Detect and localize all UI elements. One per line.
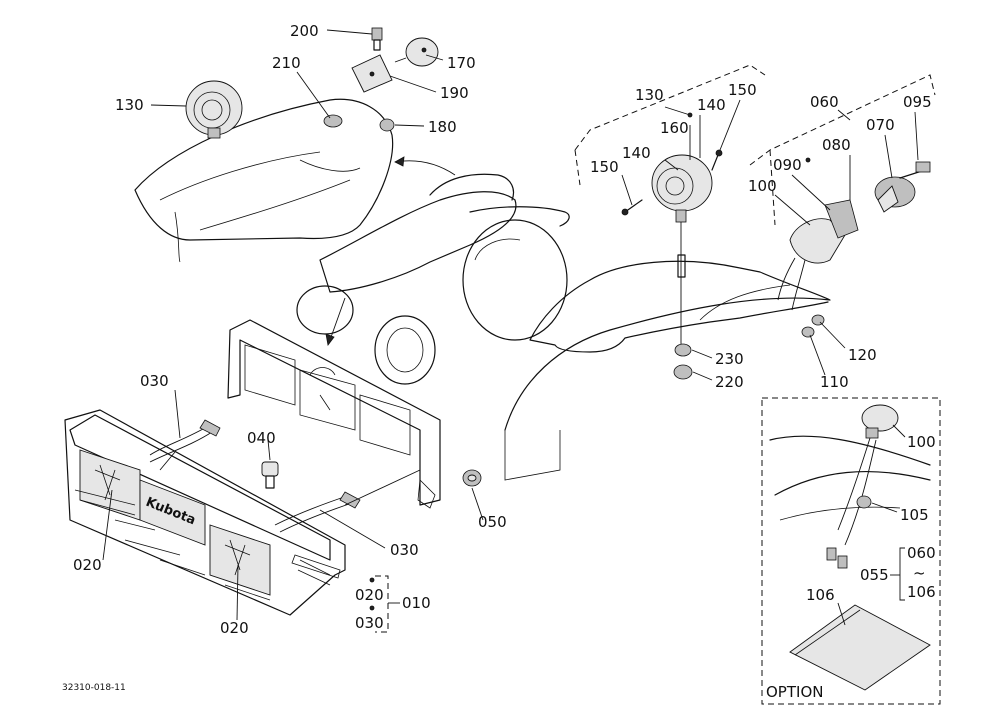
callout-106: 106: [806, 586, 835, 604]
work-lamp-left: [185, 80, 243, 139]
callout-210: 210: [272, 54, 301, 72]
callout-160: 160: [660, 119, 689, 137]
screws-150: [621, 149, 723, 216]
callout-020-group: 020: [355, 586, 384, 604]
callout-130-right: 130: [635, 86, 664, 104]
callout-030-bottom: 030: [390, 541, 419, 559]
callout-140-top: 140: [697, 96, 726, 114]
callout-tilde: ~: [913, 564, 926, 582]
nut-180: [379, 118, 395, 132]
grommet-050: [462, 469, 482, 487]
callout-150-left: 150: [590, 158, 619, 176]
callout-100-option: 100: [907, 433, 936, 451]
callout-070: 070: [866, 116, 895, 134]
callout-020-left: 020: [73, 556, 102, 574]
group-brackets: [375, 64, 936, 633]
rear-fender: [504, 260, 831, 481]
grille-frame: [227, 319, 441, 509]
callout-060-option: 060: [907, 544, 936, 562]
front-grille: Kubota: [64, 409, 346, 616]
callout-080: 080: [822, 136, 851, 154]
callout-230: 230: [715, 350, 744, 368]
callout-140-left: 140: [622, 144, 651, 162]
callout-055: 055: [860, 566, 889, 584]
callout-labels: 200 170 210 190 130 180 130 140 150 160 …: [62, 22, 936, 701]
plate-170: [394, 37, 439, 67]
headlight-assembly: [777, 161, 931, 311]
callout-030-top: 030: [140, 372, 169, 390]
callout-105: 105: [900, 506, 929, 524]
callout-130-left: 130: [115, 96, 144, 114]
callout-200: 200: [290, 22, 319, 40]
knob-040: [261, 461, 279, 489]
callout-010: 010: [402, 594, 431, 612]
callout-110: 110: [820, 373, 849, 391]
callout-100: 100: [748, 177, 777, 195]
callout-180: 180: [428, 118, 457, 136]
bolt-200: [371, 27, 383, 51]
callout-106-range: 106: [907, 583, 936, 601]
callout-030-group: 030: [355, 614, 384, 632]
callout-120: 120: [848, 346, 877, 364]
callout-220: 220: [715, 373, 744, 391]
callout-060: 060: [810, 93, 839, 111]
callout-020-bottom: 020: [220, 619, 249, 637]
callout-090: 090: [773, 156, 802, 174]
work-lamp-right: [651, 154, 713, 380]
callout-040: 040: [247, 429, 276, 447]
mount-210: [323, 114, 343, 128]
callout-050: 050: [478, 513, 507, 531]
bracket-190: [351, 54, 393, 93]
wiring-harness: [149, 419, 421, 533]
callout-150-top: 150: [728, 81, 757, 99]
callout-170: 170: [447, 54, 476, 72]
nuts-110-120: [801, 314, 825, 338]
option-panel: [761, 397, 941, 705]
option-label: OPTION: [766, 683, 823, 701]
callout-095: 095: [903, 93, 932, 111]
tractor-outline: [134, 98, 570, 385]
drawing-number: 32310-018-11: [62, 683, 126, 693]
callout-190: 190: [440, 84, 469, 102]
callout-leaders: [102, 29, 919, 626]
